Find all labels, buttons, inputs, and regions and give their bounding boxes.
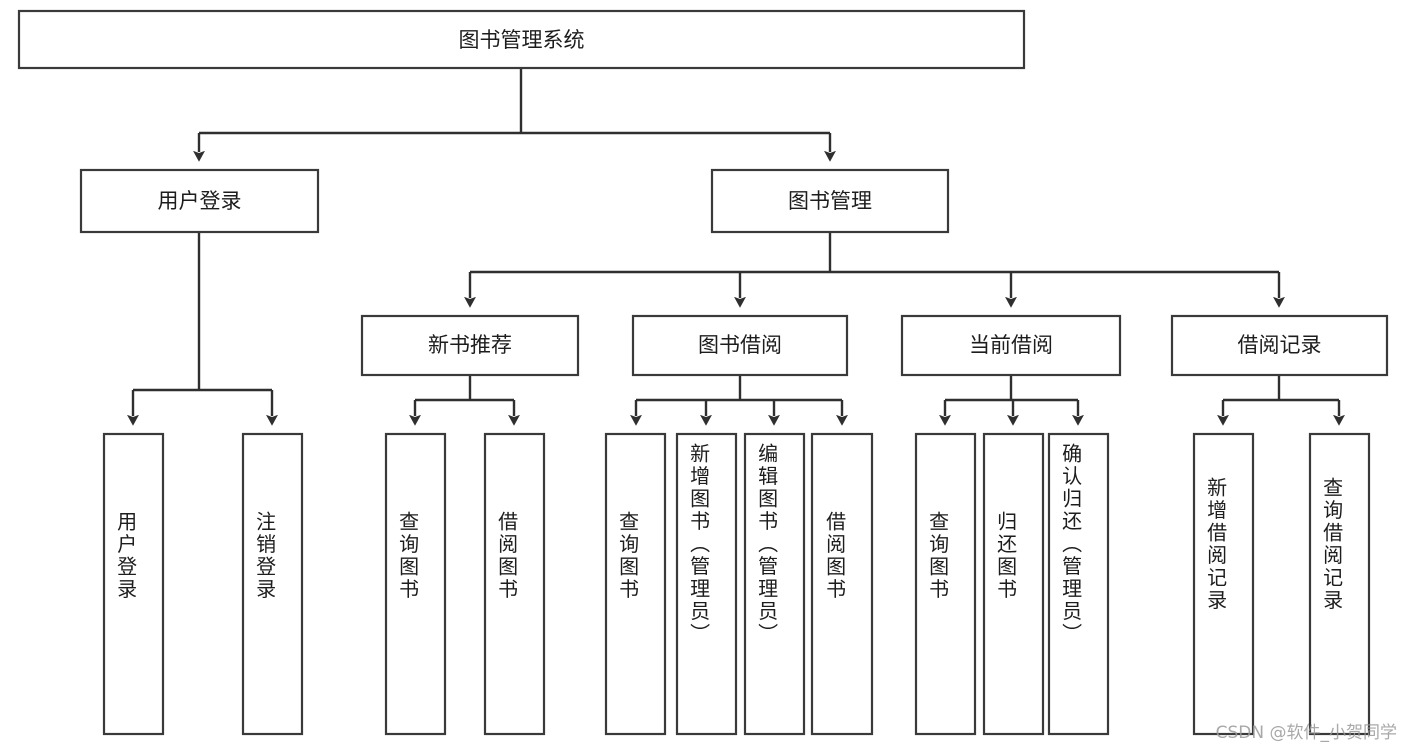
connector-group-borrow-record — [1217, 375, 1345, 426]
leaf-box-add-book-admin[interactable] — [675, 432, 738, 736]
leaf-box-query-borrow-record[interactable] — [1308, 432, 1371, 736]
leaf-box-borrow-book[interactable] — [810, 432, 874, 736]
node-user-login-label: 用户登录 — [158, 189, 242, 213]
node-user-login[interactable]: 用户登录 — [79, 168, 320, 234]
leaf-box-query-book-current[interactable] — [914, 432, 977, 736]
leaf-box-query-book-recommend[interactable] — [384, 432, 447, 736]
node-borrow-record-label: 借阅记录 — [1238, 333, 1322, 357]
node-book-manage-label: 图书管理 — [788, 189, 872, 213]
leaf-box-add-borrow-record[interactable] — [1192, 432, 1255, 736]
node-new-book-recommend-label: 新书推荐 — [428, 333, 512, 357]
connector-group-book-borrow — [630, 375, 848, 426]
node-root[interactable]: 图书管理系统 — [17, 9, 1026, 70]
node-book-borrow-box — [631, 314, 849, 377]
node-book-manage-box — [710, 168, 950, 234]
node-new-book-recommend-box — [360, 314, 580, 377]
connector-group-new-book-recommend — [409, 375, 520, 426]
leaf-box-query-book-borrow[interactable] — [604, 432, 667, 736]
node-new-book-recommend[interactable]: 新书推荐 — [360, 314, 580, 377]
connector-group-root — [193, 68, 836, 162]
connector-group-user-login — [127, 232, 278, 426]
leaf-box-user-logout[interactable] — [241, 432, 304, 736]
connector-group-book-manage — [464, 232, 1285, 308]
leaf-box-borrow-book-recommend[interactable] — [483, 432, 546, 736]
node-user-login-box — [79, 168, 320, 234]
node-book-borrow[interactable]: 图书借阅 — [631, 314, 849, 377]
leaf-box-user-login[interactable] — [102, 432, 165, 736]
leaf-box-return-book[interactable] — [982, 432, 1045, 736]
leaf-box-group — [102, 432, 1371, 736]
node-current-borrow-box — [900, 314, 1122, 377]
node-current-borrow[interactable]: 当前借阅 — [900, 314, 1122, 377]
node-borrow-record[interactable]: 借阅记录 — [1170, 314, 1389, 377]
node-root-box — [17, 9, 1026, 70]
connector-group-current-borrow — [939, 375, 1084, 426]
node-book-borrow-label: 图书借阅 — [698, 333, 782, 357]
watermark-text: CSDN @软件_小贺同学 — [1215, 723, 1397, 743]
node-book-manage[interactable]: 图书管理 — [710, 168, 950, 234]
node-current-borrow-label: 当前借阅 — [969, 333, 1053, 357]
node-root-label: 图书管理系统 — [459, 28, 585, 52]
leaf-box-confirm-return-admin[interactable] — [1047, 432, 1110, 736]
leaf-box-edit-book-admin[interactable] — [743, 432, 806, 736]
node-borrow-record-box — [1170, 314, 1389, 377]
